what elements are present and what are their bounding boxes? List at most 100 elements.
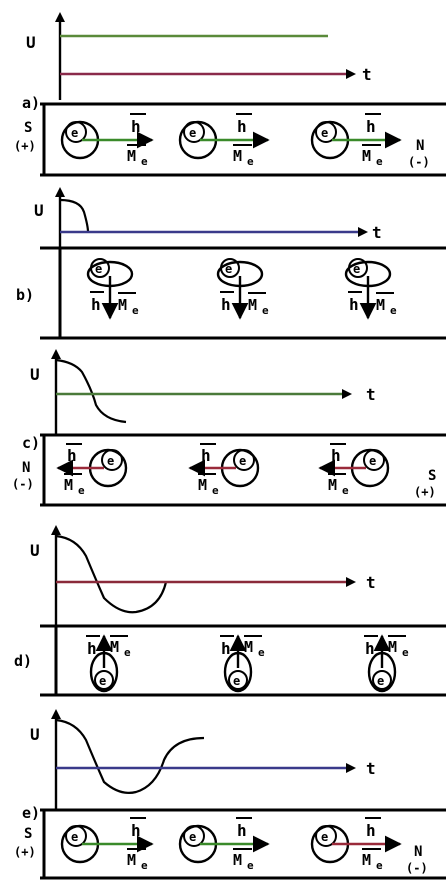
panel-label-b: b) [16,286,34,304]
sign-right-c: (+) [414,485,436,499]
t-axis-label-c: t [366,385,376,404]
electron-a1 [65,121,87,143]
t-axis-arrow-d [346,577,356,587]
h-label-a1: h [131,117,141,136]
pole-right-a: N [416,138,424,154]
m-sub-e2: e [247,859,254,872]
t-axis-label-d: t [366,573,376,592]
v-axis-arrow-e [51,709,61,719]
electron-label-a2: e [189,126,196,140]
electron-label-d1: e [99,674,106,688]
panel-label-a: a) [22,94,40,112]
panel-label-d: d) [14,652,32,670]
m-sub-e1: e [141,859,148,872]
t-axis-arrow-a [346,69,356,79]
electron-group-c1: e h M e [56,443,128,497]
t-axis-arrow-b [358,227,368,237]
sign-right-a: (-) [408,155,430,169]
v-axis-arrow-a [55,12,65,22]
h-label-a2: h [237,117,247,136]
electron-group-d2: e h M e [220,634,265,693]
m-sub-b2: e [262,304,269,317]
signal-curve-c [55,358,127,424]
electron-label-c1: e [107,454,114,468]
electron-label-b3: e [353,262,360,276]
panel-b: U t b) e h M e e h M e [16,187,446,340]
m-sub-a3: e [376,155,383,168]
pole-left-e: S [24,826,32,842]
electron-label-e2: e [189,830,196,844]
m-label-a1: M [127,147,136,165]
electron-group-b2: e h M e [216,258,269,320]
h-label-b2: h [221,295,231,314]
m-label-e2: M [233,851,242,869]
panel-label-e: e) [22,804,40,822]
electron-label-d2: e [233,674,240,688]
m-label-b1: M [118,296,127,314]
t-axis-arrow-c [342,389,352,399]
h-label-c3: h [331,446,341,465]
h-label-d1: h [87,639,97,658]
sign-left-e: (+) [14,845,36,859]
electron-b3 [348,258,368,278]
h-label-b1: h [91,295,101,314]
electron-group-a3: e h M e [310,113,402,168]
h-label-c2: h [201,446,211,465]
electron-label-c2: e [239,454,246,468]
m-sub-b1: e [132,304,139,317]
electron-label-b1: e [95,262,102,276]
m-label-d1: M [110,638,119,656]
electron-e1 [65,825,87,847]
signal-curve-b [59,198,90,233]
h-label-d3: h [365,639,375,658]
t-axis-label-e: t [366,759,376,778]
electron-group-b1: e h M e [86,258,139,320]
v-axis-label-a: U [26,33,36,52]
v-axis-arrow-d [51,525,61,535]
electron-label-a1: e [71,126,78,140]
m-label-c1: M [64,476,73,494]
pole-right-e: N [414,844,422,860]
electron-e3 [315,825,337,847]
m-label-e3: M [362,851,371,869]
h-label-c1: h [67,446,77,465]
m-label-b3: M [376,296,385,314]
sign-left-a: (+) [14,139,36,153]
h-label-e3: h [366,821,376,840]
electron-group-b3: e h M e [344,258,397,320]
m-sub-b3: e [390,304,397,317]
electron-group-d1: e h M e [86,634,131,693]
m-sub-e3: e [376,859,383,872]
pole-left-a: S [24,120,32,136]
m-sub-a2: e [247,155,254,168]
electron-group-c2: e h M e [188,443,260,497]
v-axis-label-c: U [30,365,40,384]
h-label-a3: h [366,117,376,136]
panel-e: U t e) S (+) N (-) e h M e e h [14,709,446,880]
sign-right-e: (-) [406,861,428,875]
electron-label-c3: e [369,454,376,468]
m-label-d2: M [244,638,253,656]
h-label-e2: h [237,821,247,840]
electron-group-a1: e h M e [60,113,154,168]
electron-d3 [372,670,392,690]
v-axis-arrow-b [55,187,65,197]
electron-group-d3: e h M e [364,634,409,693]
electron-b2 [220,258,240,278]
pole-right-c: S [428,468,436,484]
pole-left-c: N [22,460,30,476]
electron-a3 [315,121,337,143]
electron-label-e3: e [321,830,328,844]
electron-label-a3: e [321,126,328,140]
sign-left-c: (-) [12,477,34,491]
m-sub-c1: e [78,484,85,497]
electron-d1 [94,670,114,690]
electron-label-b2: e [225,262,232,276]
m-label-a2: M [233,147,242,165]
m-sub-a1: e [141,155,148,168]
t-axis-arrow-e [346,763,356,773]
electron-c2 [233,449,255,471]
v-axis-label-b: U [34,201,44,220]
electron-group-c3: e h M e [318,443,390,497]
electron-group-e1: e h M e [60,817,154,872]
